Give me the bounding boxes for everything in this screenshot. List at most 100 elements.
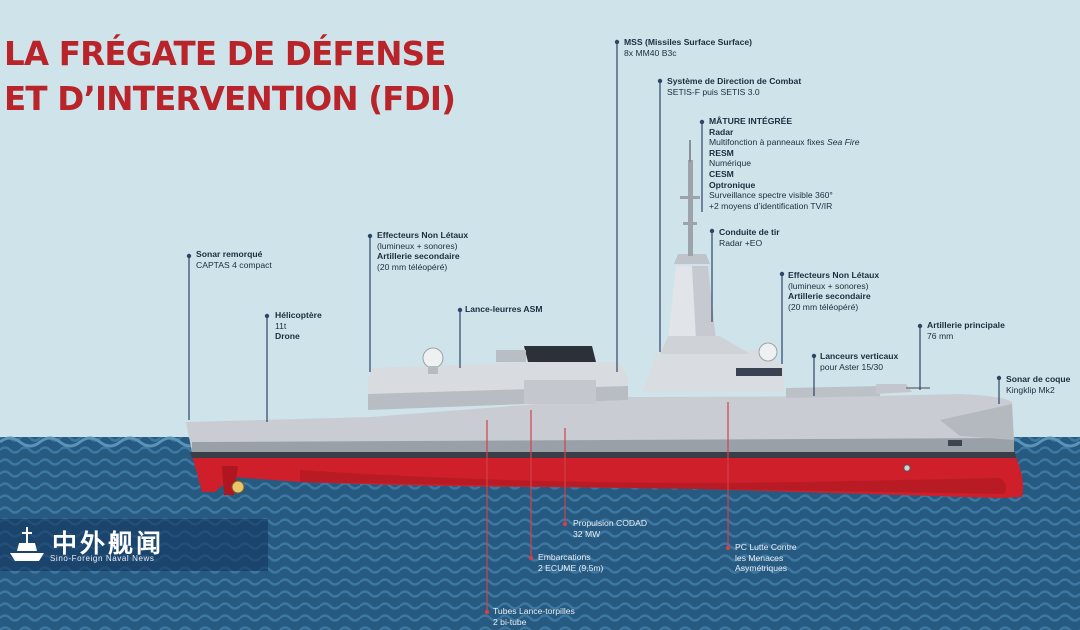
callout-heading: Effecteurs Non Létaux — [788, 270, 880, 280]
hull-shadow — [192, 438, 1014, 452]
callout-heading: Conduite de tir — [719, 227, 780, 237]
callout-resm-text: Numérique — [709, 158, 752, 169]
page-title: LA FRÉGATE DE DÉFENSE ET D’INTERVENTION … — [4, 32, 456, 122]
callout-heading: MSS (Missiles Surface Surface) — [624, 37, 752, 47]
radome-aft — [422, 347, 444, 369]
watermark-subtitle: Sino-Foreign Naval News — [50, 554, 155, 563]
callout-radar-text: Multifonction à panneaux fixes Sea Fire — [709, 137, 859, 148]
callout-tubes: Tubes Lance-torpilles 2 bi-tube — [493, 606, 575, 627]
callout-radar-text-italic: Sea Fire — [827, 137, 860, 148]
callout-heading: Embarcations — [538, 552, 591, 562]
hull-boot-stripe — [190, 452, 1016, 458]
callout-text: pour Aster 15/30 — [820, 361, 884, 372]
callout-heading: Tubes Lance-torpilles — [493, 606, 575, 616]
callout-propulsion: Propulsion CODAD 32 MW — [573, 518, 647, 539]
callout-heading-2: Artillerie secondaire — [377, 251, 460, 262]
callout-pc-lutte: PC Lutte Contre les Menaces Asymétriques — [735, 542, 797, 574]
callout-heading: Propulsion CODAD — [573, 518, 648, 528]
callout-systeme-direction: Système de Direction de Combat SETIS-F p… — [667, 76, 801, 97]
callout-lance-leurres: Lance-leurres ASM — [465, 304, 543, 315]
callout-sonar-coque: Sonar de coque Kingklip Mk2 — [1006, 374, 1070, 395]
leader-dots — [186, 39, 1002, 381]
callout-text: Radar +EO — [719, 237, 763, 248]
callout-sonar-remorque: Sonar remorqué CAPTAS 4 compact — [196, 249, 272, 270]
callout-text: CAPTAS 4 compact — [196, 259, 272, 270]
hull-grey — [186, 394, 1014, 452]
dark-deck-housing — [524, 346, 596, 362]
callout-heading: PC Lutte Contre — [735, 542, 797, 552]
ship-icon — [10, 527, 44, 561]
callout-helicoptere: Hélicoptère 11t Drone — [275, 310, 322, 342]
propeller — [231, 480, 245, 494]
callout-heading: Effecteurs Non Létaux — [377, 230, 469, 240]
callout-text: 76 mm — [927, 330, 954, 341]
callout-heading: Système de Direction de Combat — [667, 76, 802, 86]
radome-aft-base — [428, 366, 438, 374]
callout-optronique-text-1: Surveillance spectre visible 360° — [709, 190, 833, 201]
callout-artillerie-principale: Artillerie principale 76 mm — [927, 320, 1005, 341]
hull-bow-flare — [940, 404, 1014, 440]
leader-dots-internal — [484, 521, 731, 615]
callout-text: 11t — [275, 320, 287, 331]
callout-embarcations: Embarcations 2 ECUME (9,5m) — [538, 552, 603, 573]
callout-heading: Hélicoptère — [275, 310, 322, 320]
callout-mss: MSS (Missiles Surface Surface) 8x MM40 B… — [624, 37, 752, 58]
callout-resm-heading: RESM — [709, 147, 734, 158]
lattice-mast — [688, 160, 693, 256]
callout-text: (lumineux + sonores) — [788, 280, 869, 291]
anchor-hawse — [903, 464, 911, 472]
mast-shade — [692, 266, 716, 340]
radome-forward — [758, 342, 778, 362]
callout-heading: Sonar remorqué — [196, 249, 263, 259]
title-line-2: ET D’INTERVENTION (FDI) — [4, 80, 456, 118]
callout-text: Kingklip Mk2 — [1006, 384, 1055, 395]
bridge-block — [642, 350, 784, 392]
mast-base — [660, 336, 750, 354]
deck-rail — [496, 350, 526, 362]
mast-yard-2 — [683, 222, 697, 225]
title-line-1: LA FRÉGATE DE DÉFENSE — [4, 35, 446, 73]
callout-text: (lumineux + sonores) — [377, 240, 458, 251]
callout-heading: Lanceurs verticaux — [820, 351, 899, 361]
leader-lines-internal — [486, 402, 729, 612]
callout-text: 8x MM40 B3c — [624, 47, 677, 58]
callout-text-2: (20 mm téléopéré) — [788, 301, 859, 312]
callout-heading-2: Drone — [275, 331, 300, 342]
callout-radar-text-main: Multifonction à panneaux fixes — [709, 137, 827, 148]
callout-heading: MÂTURE INTÉGRÉE — [709, 116, 793, 126]
leader-lines — [188, 42, 1000, 422]
callout-text-2: (20 mm téléopéré) — [377, 261, 448, 272]
callout-text: 2 ECUME (9,5m) — [538, 562, 604, 573]
callout-heading: Sonar de coque — [1006, 374, 1071, 384]
vls-housing — [786, 386, 880, 398]
mast-tip — [689, 140, 691, 162]
callout-cesm-heading: CESM — [709, 168, 734, 179]
callout-effecteurs-avant: Effecteurs Non Létaux (lumineux + sonore… — [788, 270, 879, 312]
callout-heading: Lance-leurres ASM — [465, 304, 543, 314]
mast-top-ring — [674, 254, 710, 264]
callout-text-2: Asymétriques — [735, 563, 788, 574]
callout-lanceurs-verticaux: Lanceurs verticaux pour Aster 15/30 — [820, 351, 898, 372]
callout-optronique-text-2: +2 moyens d’identification TV/IR — [709, 200, 833, 211]
callout-mature-integree: MÂTURE INTÉGRÉE Radar Multifonction à pa… — [709, 116, 859, 211]
callout-heading-2: Artillerie secondaire — [788, 291, 871, 302]
callout-radar-heading: Radar — [709, 126, 734, 137]
watermark-logo: 中外舰闻 Sino-Foreign Naval News — [0, 519, 268, 571]
callout-text: 32 MW — [573, 528, 601, 539]
callout-heading: Artillerie principale — [927, 320, 1005, 330]
callout-conduite-tir: Conduite de tir Radar +EO — [719, 227, 780, 248]
bridge-windows — [736, 368, 782, 376]
hull-red-shade — [300, 470, 1007, 494]
hangar-door-panel — [524, 380, 596, 404]
gun-mount-76mm — [876, 384, 912, 394]
gun-barrel — [906, 387, 930, 389]
watermark-name: 中外舰闻 — [52, 529, 165, 558]
callout-text: 2 bi-tube — [493, 616, 527, 627]
mast-yard-1 — [680, 196, 700, 199]
callout-text-1: les Menaces — [735, 552, 784, 563]
callout-optronique-heading: Optronique — [709, 179, 756, 190]
callout-effecteurs-arriere: Effecteurs Non Létaux (lumineux + sonore… — [377, 230, 468, 272]
callout-text: SETIS-F puis SETIS 3.0 — [667, 86, 760, 97]
hull-door — [948, 440, 962, 446]
